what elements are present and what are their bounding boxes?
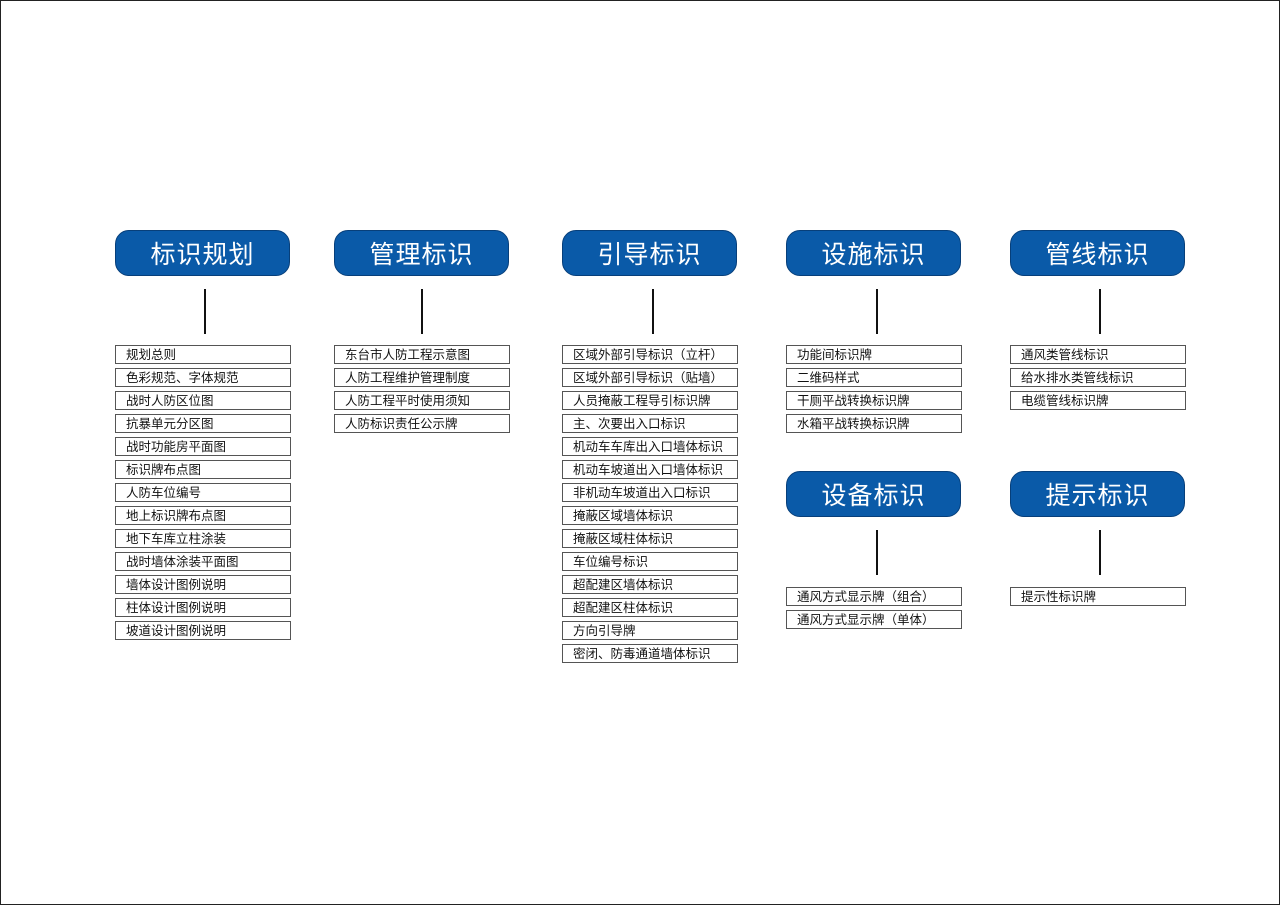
list-item: 机动车车库出入口墙体标识	[562, 437, 738, 456]
list-item: 色彩规范、字体规范	[115, 368, 291, 387]
list-item: 掩蔽区域柱体标识	[562, 529, 738, 548]
list-item: 机动车坡道出入口墙体标识	[562, 460, 738, 479]
category-list-planning: 规划总则 色彩规范、字体规范 战时人防区位图 抗暴单元分区图 战时功能房平面图 …	[115, 345, 291, 644]
list-item: 二维码样式	[786, 368, 962, 387]
list-item: 给水排水类管线标识	[1010, 368, 1186, 387]
list-item: 主、次要出入口标识	[562, 414, 738, 433]
list-item: 区域外部引导标识（立杆）	[562, 345, 738, 364]
list-item: 功能间标识牌	[786, 345, 962, 364]
list-item: 密闭、防毒通道墙体标识	[562, 644, 738, 663]
list-item: 柱体设计图例说明	[115, 598, 291, 617]
connector-line	[1099, 289, 1101, 334]
list-item: 方向引导牌	[562, 621, 738, 640]
list-item: 地下车库立柱涂装	[115, 529, 291, 548]
list-item: 非机动车坡道出入口标识	[562, 483, 738, 502]
category-header-planning: 标识规划	[115, 230, 290, 276]
connector-line	[652, 289, 654, 334]
list-item: 抗暴单元分区图	[115, 414, 291, 433]
list-item: 标识牌布点图	[115, 460, 291, 479]
list-item: 车位编号标识	[562, 552, 738, 571]
list-item: 战时功能房平面图	[115, 437, 291, 456]
list-item: 干厕平战转换标识牌	[786, 391, 962, 410]
list-item: 通风方式显示牌（单体）	[786, 610, 962, 629]
list-item: 墙体设计图例说明	[115, 575, 291, 594]
list-item: 人防工程平时使用须知	[334, 391, 510, 410]
category-header-equipment: 设备标识	[786, 471, 961, 517]
list-item: 水箱平战转换标识牌	[786, 414, 962, 433]
connector-line	[204, 289, 206, 334]
category-list-equipment: 通风方式显示牌（组合） 通风方式显示牌（单体）	[786, 587, 962, 633]
connector-line	[421, 289, 423, 334]
list-item: 战时墙体涂装平面图	[115, 552, 291, 571]
list-item: 人员掩蔽工程导引标识牌	[562, 391, 738, 410]
list-item: 掩蔽区域墙体标识	[562, 506, 738, 525]
list-item: 战时人防区位图	[115, 391, 291, 410]
list-item: 超配建区柱体标识	[562, 598, 738, 617]
category-list-pipelines: 通风类管线标识 给水排水类管线标识 电缆管线标识牌	[1010, 345, 1186, 414]
category-list-management: 东台市人防工程示意图 人防工程维护管理制度 人防工程平时使用须知 人防标识责任公…	[334, 345, 510, 437]
category-header-guidance: 引导标识	[562, 230, 737, 276]
category-list-facilities: 功能间标识牌 二维码样式 干厕平战转换标识牌 水箱平战转换标识牌	[786, 345, 962, 437]
category-header-facilities: 设施标识	[786, 230, 961, 276]
list-item: 提示性标识牌	[1010, 587, 1186, 606]
list-item: 坡道设计图例说明	[115, 621, 291, 640]
list-item: 规划总则	[115, 345, 291, 364]
list-item: 人防工程维护管理制度	[334, 368, 510, 387]
category-header-pipelines: 管线标识	[1010, 230, 1185, 276]
list-item: 电缆管线标识牌	[1010, 391, 1186, 410]
category-header-management: 管理标识	[334, 230, 509, 276]
connector-line	[1099, 530, 1101, 575]
list-item: 人防车位编号	[115, 483, 291, 502]
connector-line	[876, 289, 878, 334]
category-list-prompts: 提示性标识牌	[1010, 587, 1186, 610]
list-item: 东台市人防工程示意图	[334, 345, 510, 364]
list-item: 地上标识牌布点图	[115, 506, 291, 525]
connector-line	[876, 530, 878, 575]
list-item: 超配建区墙体标识	[562, 575, 738, 594]
list-item: 通风类管线标识	[1010, 345, 1186, 364]
category-list-guidance: 区域外部引导标识（立杆） 区域外部引导标识（贴墙） 人员掩蔽工程导引标识牌 主、…	[562, 345, 738, 667]
list-item: 通风方式显示牌（组合）	[786, 587, 962, 606]
list-item: 人防标识责任公示牌	[334, 414, 510, 433]
category-header-prompts: 提示标识	[1010, 471, 1185, 517]
list-item: 区域外部引导标识（贴墙）	[562, 368, 738, 387]
